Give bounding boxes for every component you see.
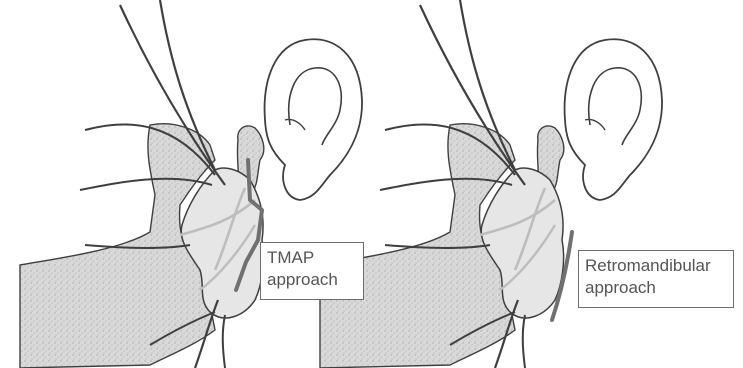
- retromandibular-label-line-2: approach: [585, 277, 727, 299]
- retromandibular-label-line-1: Retromandibular: [585, 255, 727, 277]
- tmap-label-line-2: approach: [267, 269, 357, 291]
- panel-retromandibular: [320, 0, 662, 368]
- tmap-approach-label: TMAP approach: [260, 242, 364, 300]
- panel-tmap: [20, 0, 362, 368]
- retromandibular-approach-label: Retromandibular approach: [578, 250, 734, 308]
- tmap-label-line-1: TMAP: [267, 247, 357, 269]
